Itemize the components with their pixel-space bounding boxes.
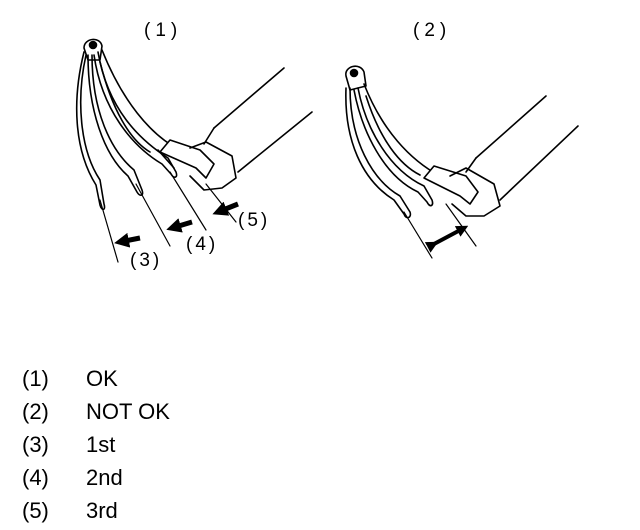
legend-item: (2) NOT OK	[22, 395, 170, 428]
panel-label-not-ok: (2)	[413, 20, 451, 41]
callout-5: (5)	[238, 210, 270, 231]
legend-key: (1)	[22, 366, 49, 391]
panel-label-ok: (1)	[144, 20, 182, 41]
gap-double-arrow-not-ok	[424, 225, 469, 253]
legend-key: (2)	[22, 399, 49, 424]
gap-arrows-ok	[114, 201, 239, 248]
legend-value: 3rd	[86, 498, 118, 523]
legend-item: (1) OK	[22, 362, 170, 395]
legend-item: (4) 2nd	[22, 461, 170, 494]
legend-item: (5) 3rd	[22, 494, 170, 527]
pedal-assembly-not-ok	[345, 65, 579, 259]
legend-value: 1st	[86, 432, 116, 457]
pedal-diagram: (1) (2) (3) (4) (5)	[75, 20, 579, 271]
legend: (1) OK (2) NOT OK (3) 1st (4) 2nd (5) 3rd	[22, 362, 170, 527]
arrow-first-gap	[114, 232, 141, 248]
arrow-second-gap	[166, 218, 193, 233]
legend-value: 2nd	[86, 465, 123, 490]
callout-3: (3)	[130, 250, 162, 271]
legend-key: (5)	[22, 498, 49, 523]
legend-key: (4)	[22, 465, 49, 490]
pedal-assembly-ok	[75, 38, 313, 263]
legend-value: NOT OK	[86, 399, 170, 424]
legend-value: OK	[86, 366, 118, 391]
callout-4: (4)	[186, 234, 218, 255]
legend-item: (3) 1st	[22, 428, 170, 461]
arrow-third-gap	[212, 201, 239, 216]
legend-key: (3)	[22, 432, 49, 457]
